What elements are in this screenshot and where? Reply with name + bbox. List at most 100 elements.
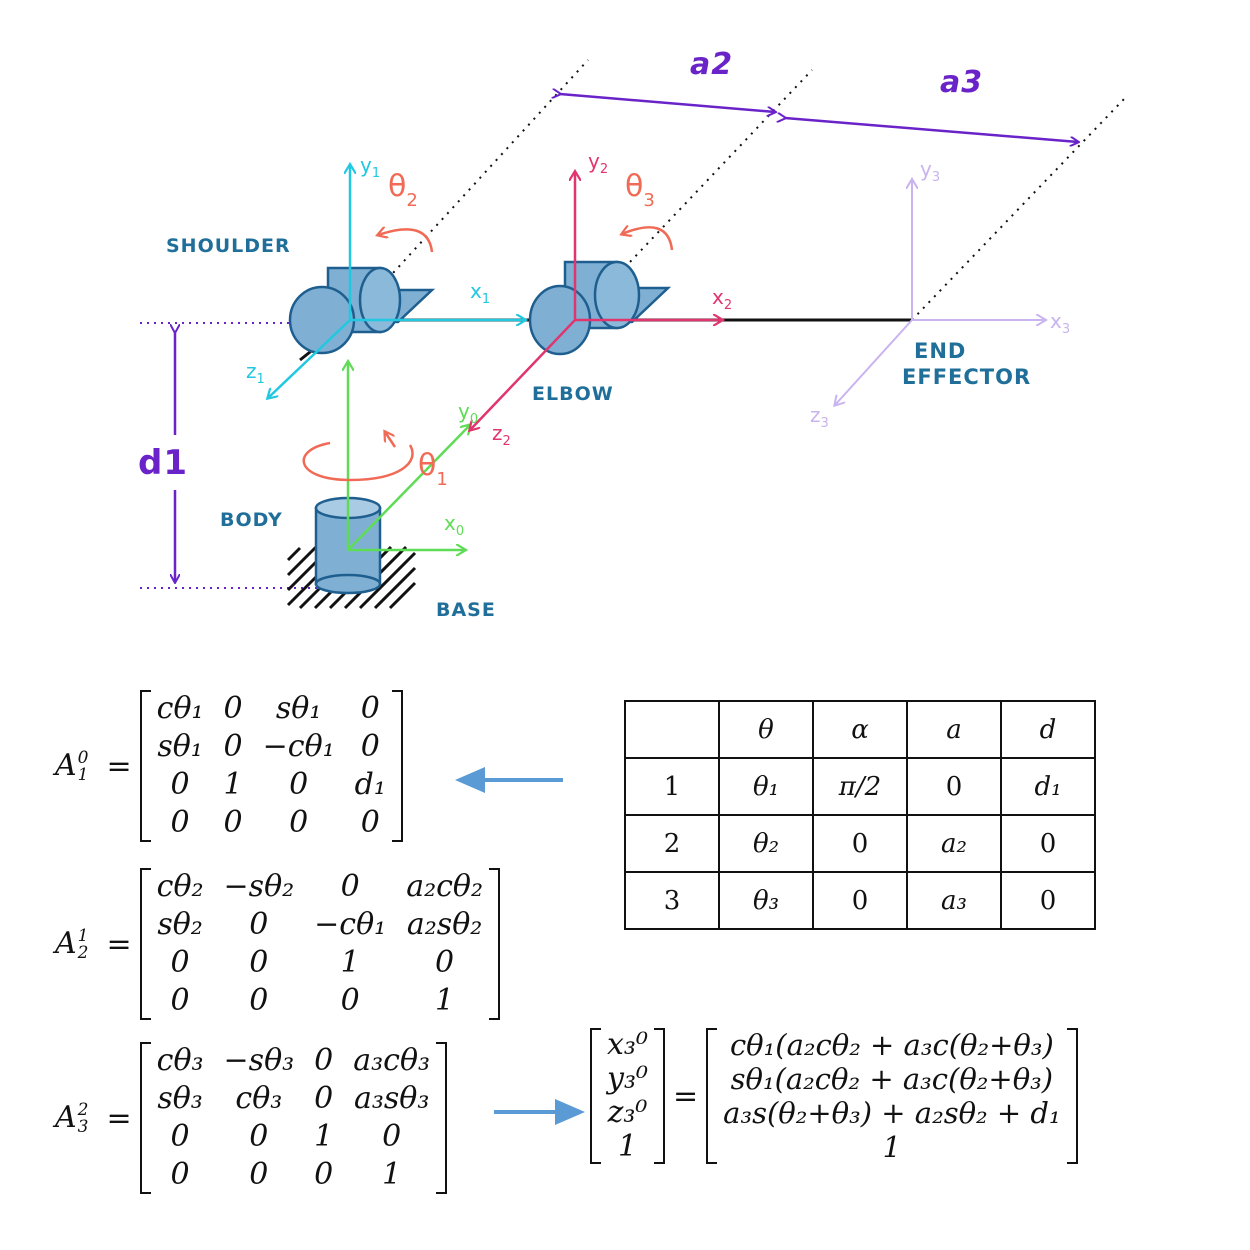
dimension-arrows (175, 94, 1078, 582)
matrix-entry: 0 (249, 945, 269, 980)
table-cell: a₂ (906, 814, 1002, 873)
matrix-entry: 1 (382, 1157, 402, 1192)
matrix-entry: sθ₂ (157, 907, 203, 942)
robot-arm-diagram: a2 a3 d1 θ2 θ3 θ1 SHOULDER ELBOW BODY BA… (138, 47, 1126, 621)
table-cell: θ₃ (718, 871, 814, 930)
matrix-entry: a₃sθ₃ (353, 1081, 430, 1116)
table-cell: θ₁ (718, 757, 814, 816)
axis-label-z3: z3 (810, 403, 829, 431)
matrix-entry: y₃⁰ (607, 1061, 649, 1096)
table-cell: a₃ (906, 871, 1002, 930)
label-base: BASE (436, 599, 496, 621)
matrix-entry: cθ₁ (156, 691, 204, 726)
arrow-A32-to-position (494, 1099, 585, 1125)
label-shoulder: SHOULDER (166, 235, 291, 257)
table-cell: 0 (1000, 871, 1096, 930)
table-header-cell: d (1000, 700, 1096, 759)
label-elbow: ELBOW (532, 383, 614, 405)
axis-label-y0: y0 (458, 399, 478, 427)
table-row: 1 θ₁ π/2 0 d₁ (624, 757, 1096, 816)
frame-2-axes (470, 172, 722, 430)
matrix-entry: cθ₃ (235, 1081, 283, 1116)
matrix-entry: 1 (617, 1129, 638, 1164)
matrix-entry: −sθ₂ (223, 869, 295, 904)
matrix-entry: 0 (249, 907, 269, 942)
equals-sign: = (106, 926, 132, 962)
equals-sign: = (106, 1100, 132, 1136)
equals-sign: = (673, 1078, 699, 1114)
table-header-cell: a (906, 700, 1002, 759)
axis-label-x1: x1 (470, 279, 490, 307)
frame-1-axes (268, 165, 525, 398)
matrix-entry: 0 (170, 945, 190, 980)
matrix-entry: −cθ₁ (262, 729, 335, 764)
label-a2: a2 (690, 47, 733, 82)
projection-lines (349, 59, 1126, 321)
matrix-entry: 0 (170, 767, 190, 802)
table-cell: 0 (906, 757, 1002, 816)
matrix-entry: 1 (223, 767, 243, 802)
label-end-effector-line2: EFFECTOR (902, 365, 1031, 389)
label-a3: a3 (940, 65, 983, 100)
table-cell: 1 (624, 757, 720, 816)
matrix-entry: 0 (289, 767, 309, 802)
matrix-entry: 0 (249, 1119, 269, 1154)
matrix-entry: x₃⁰ (607, 1027, 648, 1062)
matrix-entry: sθ₁(a₂cθ₂ + a₃c(θ₂+θ₃) (730, 1062, 1054, 1096)
matrix-entry: 0 (314, 1043, 334, 1078)
rotation-arrows (302, 227, 674, 482)
label-theta2: θ2 (388, 169, 418, 211)
matrix-entry: cθ₂ (156, 869, 204, 904)
reference-lines (140, 322, 330, 589)
matrix-entry: cθ₁(a₂cθ₂ + a₃c(θ₂+θ₃) (729, 1028, 1054, 1062)
matrix-entry: 0 (314, 1081, 334, 1116)
matrix-entry: 0 (223, 729, 243, 764)
matrix-entry: 0 (170, 1119, 190, 1154)
matrix-entry: 0 (360, 805, 380, 840)
matrix-entry: 0 (170, 1157, 190, 1192)
label-d1: d1 (138, 443, 188, 483)
table-cell: 0 (812, 871, 908, 930)
matrix-entry: a₃cθ₃ (353, 1043, 431, 1078)
matrix-entry: −cθ₁ (314, 907, 387, 942)
matrix-entry: 1 (340, 945, 360, 980)
frame-0-axes (348, 362, 470, 550)
label-body: BODY (220, 509, 283, 531)
axis-label-x2: x2 (712, 285, 732, 313)
matrix-entry: 0 (223, 805, 243, 840)
matrix-entry: sθ₃ (157, 1081, 203, 1116)
label-theta3: θ3 (625, 169, 655, 211)
matrix-entry: 0 (340, 983, 360, 1018)
axis-label-y2: y2 (588, 149, 608, 177)
label-end-effector-line1: END (914, 339, 966, 363)
table-header-cell: α (812, 700, 908, 759)
matrix-entry: 0 (249, 983, 269, 1018)
matrix-entry: 0 (360, 729, 380, 764)
matrix-entry: 0 (223, 691, 243, 726)
table-header-cell (624, 700, 720, 759)
matrix-entry: 0 (289, 805, 309, 840)
matrix-entry: 0 (435, 945, 455, 980)
matrix-entry: cθ₃ (156, 1043, 204, 1078)
matrix-entry: z₃⁰ (607, 1095, 648, 1130)
table-header-cell: θ (718, 700, 814, 759)
matrix-entry: a₃s(θ₂+θ₃) + a₂sθ₂ + d₁ (723, 1096, 1061, 1130)
matrix-entry: sθ₁ (157, 729, 203, 764)
position-result: cθ₁(a₂cθ₂ + a₃c(θ₂+θ₃)sθ₁(a₂cθ₂ + a₃c(θ₂… (706, 1028, 1078, 1164)
matrix-entry: 0 (170, 983, 190, 1018)
table-cell: 3 (624, 871, 720, 930)
table-cell: d₁ (1000, 757, 1096, 816)
matrix-entry: a₂cθ₂ (406, 869, 483, 904)
matrix-entry: 0 (340, 869, 360, 904)
matrix-entry: 0 (170, 805, 190, 840)
